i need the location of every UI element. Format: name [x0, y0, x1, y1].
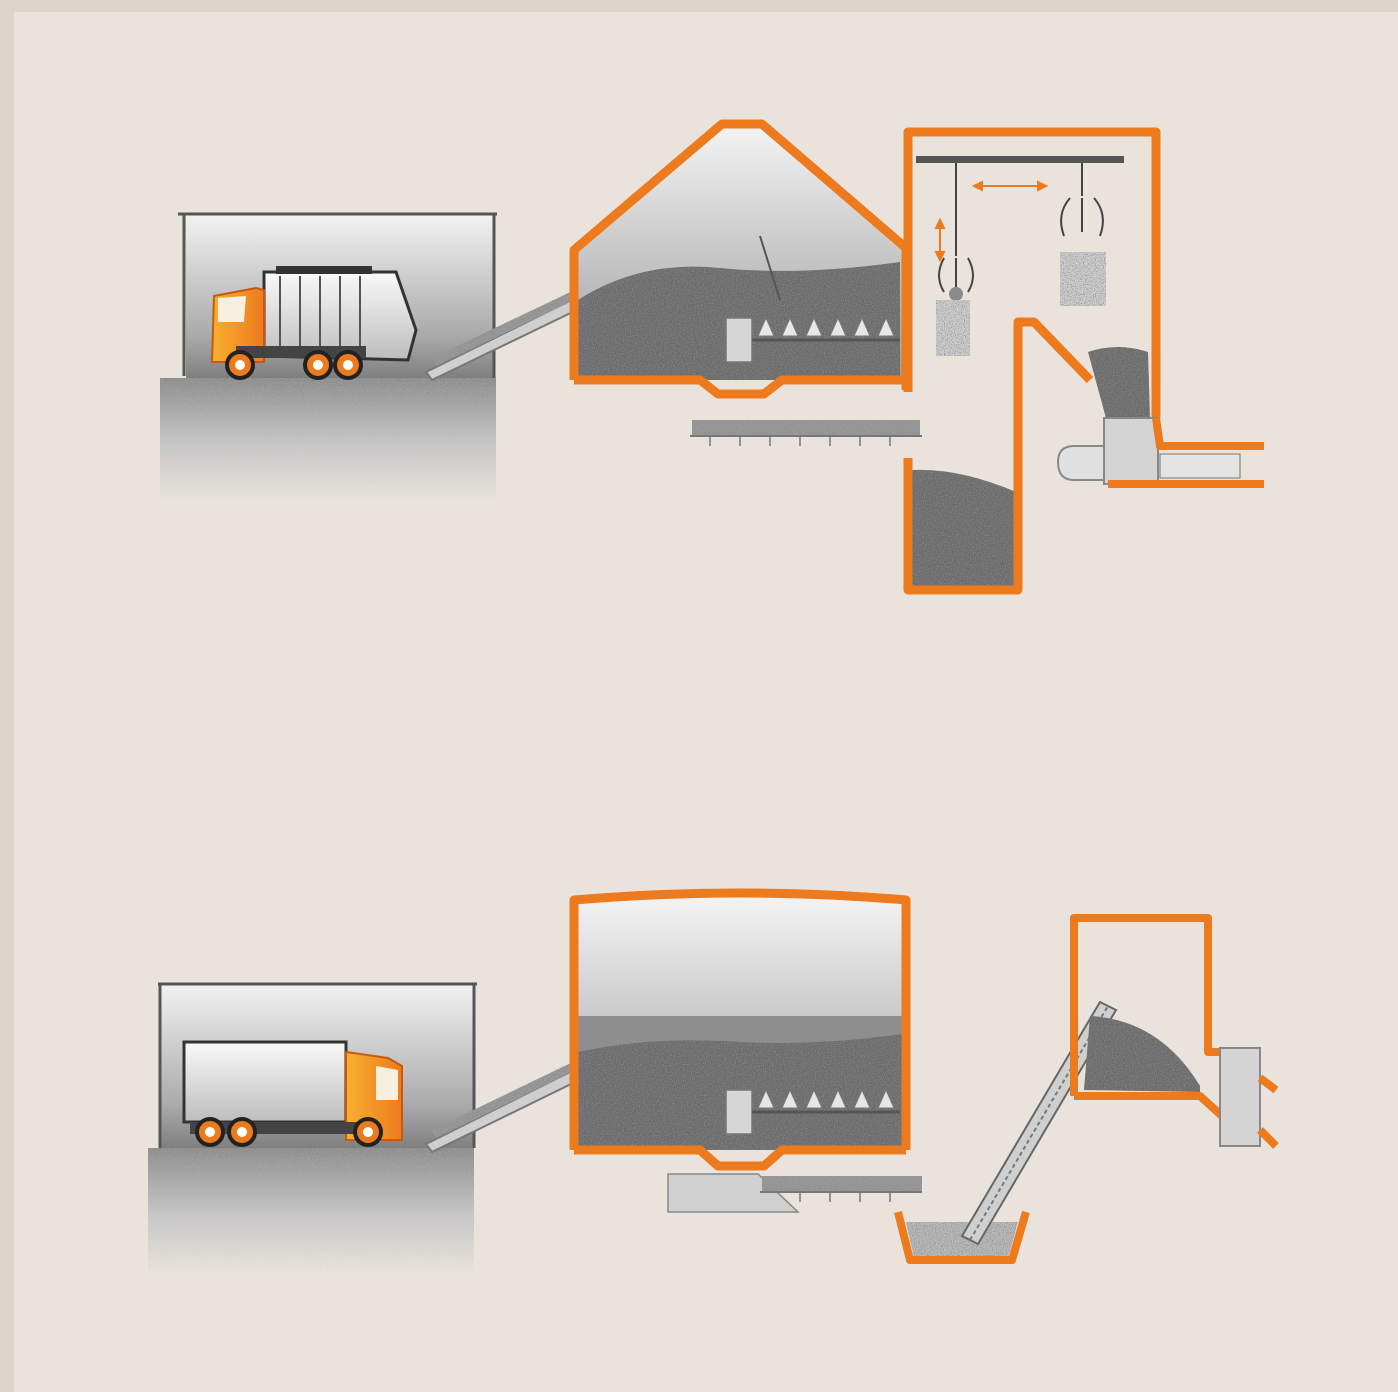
grab-crane-1	[939, 163, 973, 301]
ground	[160, 378, 496, 500]
feed-hopper	[1074, 918, 1276, 1146]
feeder	[1220, 1048, 1260, 1146]
pit-waste	[912, 470, 1016, 588]
container-truck	[184, 1042, 402, 1145]
chain-conveyor	[668, 1174, 922, 1212]
ram-feeder	[1104, 418, 1158, 484]
feed-hopper	[1058, 347, 1264, 484]
storage-bunker	[574, 124, 906, 394]
grab-crane-2	[1061, 163, 1103, 236]
falling-waste	[936, 300, 970, 356]
diagram-screw-conveyor	[148, 893, 1276, 1272]
falling-waste	[1060, 252, 1106, 306]
hydraulic-cylinder	[1058, 446, 1104, 480]
screw-drive	[726, 318, 752, 362]
chain-conveyor	[690, 420, 922, 446]
ground	[148, 1148, 474, 1272]
crane-rail	[916, 156, 1124, 163]
movement-arrows	[936, 182, 1046, 260]
storage-bunker	[574, 893, 906, 1166]
screw-drive	[726, 1090, 752, 1134]
diagram-grab-crane	[160, 124, 1264, 590]
